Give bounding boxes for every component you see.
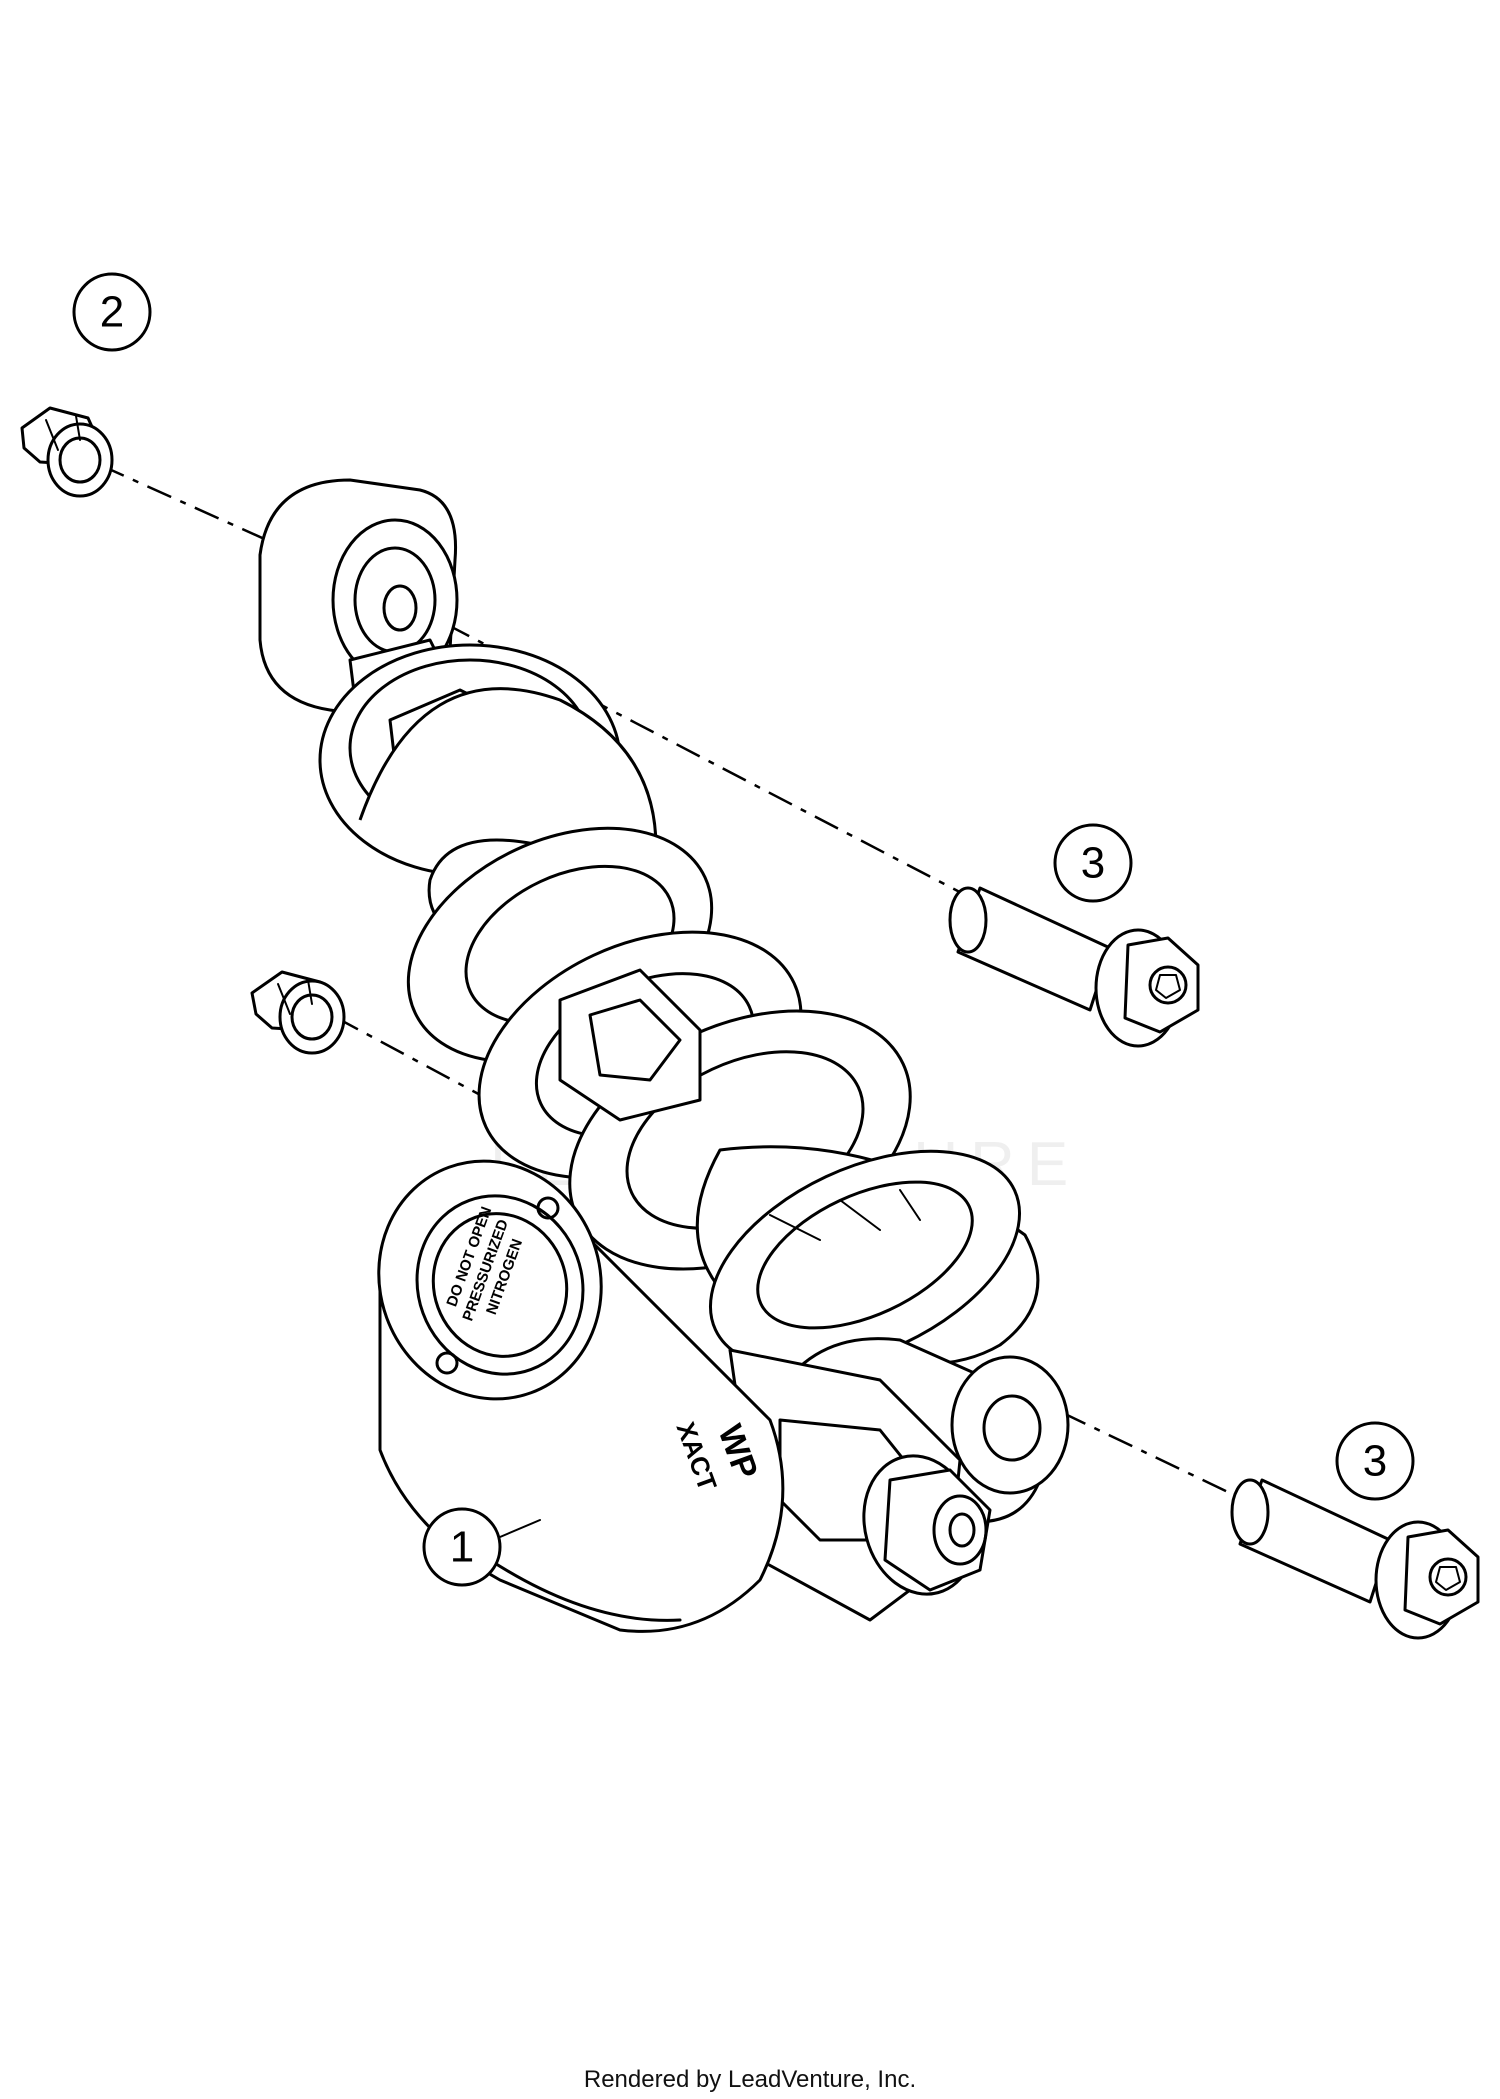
callout-3-lower[interactable]: 3 [1335, 1421, 1415, 1501]
callout-1-leader [499, 1519, 541, 1538]
callout-1-label: 1 [450, 1523, 474, 1572]
callout-3-lower-label: 3 [1363, 1437, 1387, 1486]
centerline-bottom [1014, 1388, 1256, 1507]
damper-body [695, 1145, 1040, 1371]
callout-3-upper-label: 3 [1081, 839, 1105, 888]
callout-1[interactable]: 1 [422, 1507, 502, 1587]
footer-credit: Rendered by LeadVenture, Inc. [583, 2066, 917, 2093]
spring-coils [358, 687, 912, 1271]
adjuster-knob [862, 1454, 992, 1596]
bolt-lower [1230, 1478, 1480, 1640]
bolt-upper [948, 886, 1200, 1048]
nut-upper [20, 406, 114, 498]
callout-2[interactable]: 2 [72, 272, 152, 352]
callout-2-label: 2 [100, 288, 124, 337]
callout-3-upper[interactable]: 3 [1053, 823, 1133, 903]
nut-lower [250, 970, 346, 1055]
